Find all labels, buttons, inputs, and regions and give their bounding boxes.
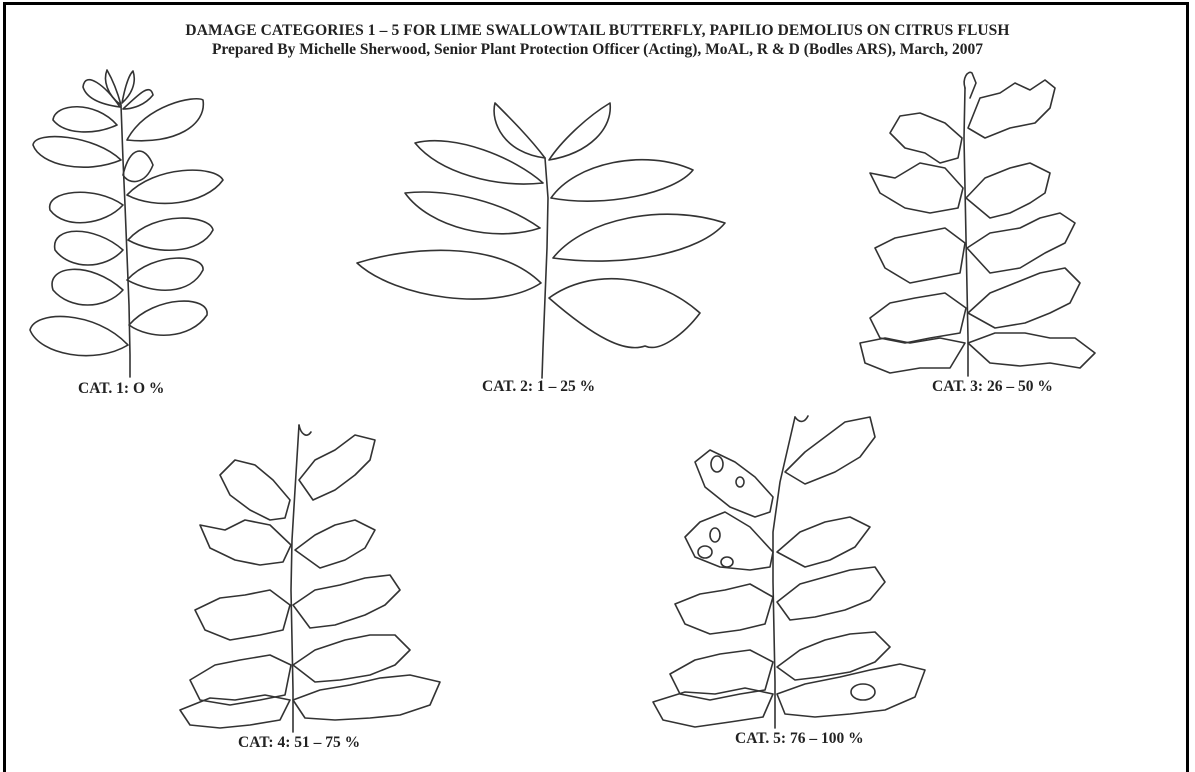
caption-cat-1: CAT. 1: O % bbox=[78, 380, 164, 398]
caption-cat-4: CAT: 4: 51 – 75 % bbox=[238, 734, 360, 752]
caption-cat-5: CAT. 5: 76 – 100 % bbox=[735, 730, 864, 748]
figure-subtitle: Prepared By Michelle Sherwood, Senior Pl… bbox=[0, 41, 1195, 59]
caption-cat-3: CAT. 3: 26 – 50 % bbox=[932, 378, 1053, 396]
caption-cat-2: CAT. 2: 1 – 25 % bbox=[482, 378, 595, 396]
plant-drawing-cat-4 bbox=[175, 420, 447, 733]
figure-title: DAMAGE CATEGORIES 1 – 5 FOR LIME SWALLOW… bbox=[0, 22, 1195, 40]
plant-drawing-cat-5 bbox=[645, 412, 930, 730]
plant-drawing-cat-2 bbox=[355, 98, 730, 380]
plant-drawing-cat-1 bbox=[25, 65, 235, 380]
plant-drawing-cat-3 bbox=[850, 68, 1112, 378]
